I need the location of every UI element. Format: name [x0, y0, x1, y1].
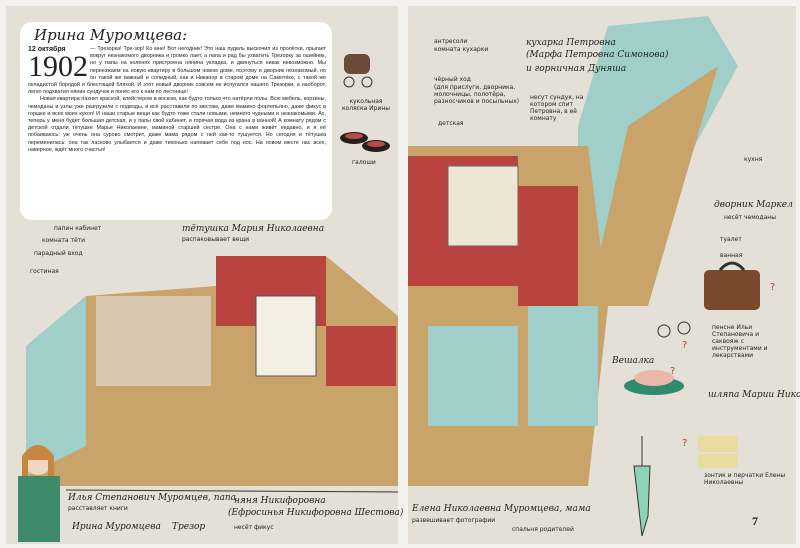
label-papa-action: расставляет книги [68, 505, 128, 512]
label-janitor-action: несёт чемоданы [724, 214, 776, 221]
label-pantry: антресоли [434, 38, 468, 45]
label-papa-study: папин кабинет [54, 225, 102, 232]
question-mark: ? [670, 366, 676, 377]
apartment-illustration-right [408, 16, 760, 537]
umbrella-icon [633, 436, 651, 537]
label-galoshes: галоши [352, 159, 376, 166]
label-kitchen: кухня [744, 156, 763, 163]
doctor-bag-icon [704, 261, 760, 310]
label-nanny-action: несёт фикус [234, 524, 274, 531]
label-chest: несут сундук, на котором спит Петровна, … [530, 94, 584, 122]
label-cook: кухарка Петровна [526, 38, 616, 48]
pince-nez-icon [657, 321, 691, 338]
label-nanny-full: (Ефросинья Никифоровна Шестова) [228, 508, 404, 518]
label-pince-nez: пенсне Ильи Степановича и саквояж с инст… [712, 324, 768, 359]
label-mama-action: развешивает фотографии [412, 517, 496, 524]
gloves-icon [698, 436, 738, 468]
label-hat: шляпа Марии Николаевны [708, 390, 800, 400]
label-irina: Ирина Муромцева [72, 522, 161, 532]
label-papa-name: Илья Степанович Муромцев, папа [68, 493, 237, 503]
diary-title: Ирина Муромцева: [34, 26, 188, 44]
hat-icon [624, 370, 684, 395]
label-nursery: детская [438, 120, 464, 127]
story-paragraph: — Трезорка! Тре-зор! Ко мне! Вот негодни… [28, 46, 326, 96]
label-bathroom: ванная [720, 252, 743, 259]
question-mark: ? [682, 438, 688, 449]
label-trezor: Трезор [172, 522, 206, 532]
label-janitor: дворник Маркел [714, 200, 793, 210]
diary-text-box: Ирина Муромцева: 12 октября 1902 — Трезо… [20, 22, 332, 220]
left-page: Ирина Муромцева: 12 октября 1902 — Трезо… [6, 6, 403, 544]
label-bedroom: спальня родителей [512, 526, 574, 533]
label-maid: и горничная Дуняша [526, 64, 627, 74]
label-cook-full: (Марфа Петровна Симонова) [526, 50, 669, 60]
label-nanny-name: няня Никифоровна [234, 496, 326, 506]
label-mama-name: Елена Николаевна Муромцева, мама [412, 504, 591, 514]
label-cook-room: комната кухарки [434, 46, 489, 53]
galoshes-icon [340, 132, 390, 152]
girl-figure [18, 445, 60, 542]
label-aunt-room: комната тёти [42, 237, 86, 244]
apartment-illustration-left [18, 54, 398, 542]
diary-date: 12 октября [28, 46, 66, 53]
label-umbrella-gloves: зонтик и перчатки Елены Николаевны [704, 472, 786, 486]
label-living-room: гостиная [30, 268, 59, 275]
label-hanger: Вешалка [612, 356, 655, 366]
label-doll-carriage: кукольная коляска Ирины [341, 98, 391, 112]
diary-story: 12 октября 1902 — Трезорка! Тре-зор! Ко … [28, 46, 326, 154]
diary-year: 1902 [28, 50, 88, 84]
label-aunt-name: тётушка Мария Николаевна [182, 224, 325, 234]
label-back-door-note: (для прислуги, дворника, молочницы, поло… [434, 84, 520, 105]
label-front-entrance: парадный вход [34, 250, 83, 257]
label-toilet: туалет [720, 236, 742, 243]
right-page: антресоли комната кухарки кухарка Петров… [408, 6, 800, 544]
doll-carriage-icon [343, 54, 373, 88]
label-aunt-action: распаковывает вещи [182, 236, 250, 243]
question-mark: ? [770, 282, 776, 293]
label-back-door: чёрный ход [434, 76, 471, 83]
date-block: 12 октября 1902 [28, 46, 90, 84]
page-number: 7 [752, 514, 758, 528]
question-mark: ? [682, 340, 688, 351]
story-paragraph: Новая квартира пахнет краской, клейстеро… [28, 96, 326, 153]
